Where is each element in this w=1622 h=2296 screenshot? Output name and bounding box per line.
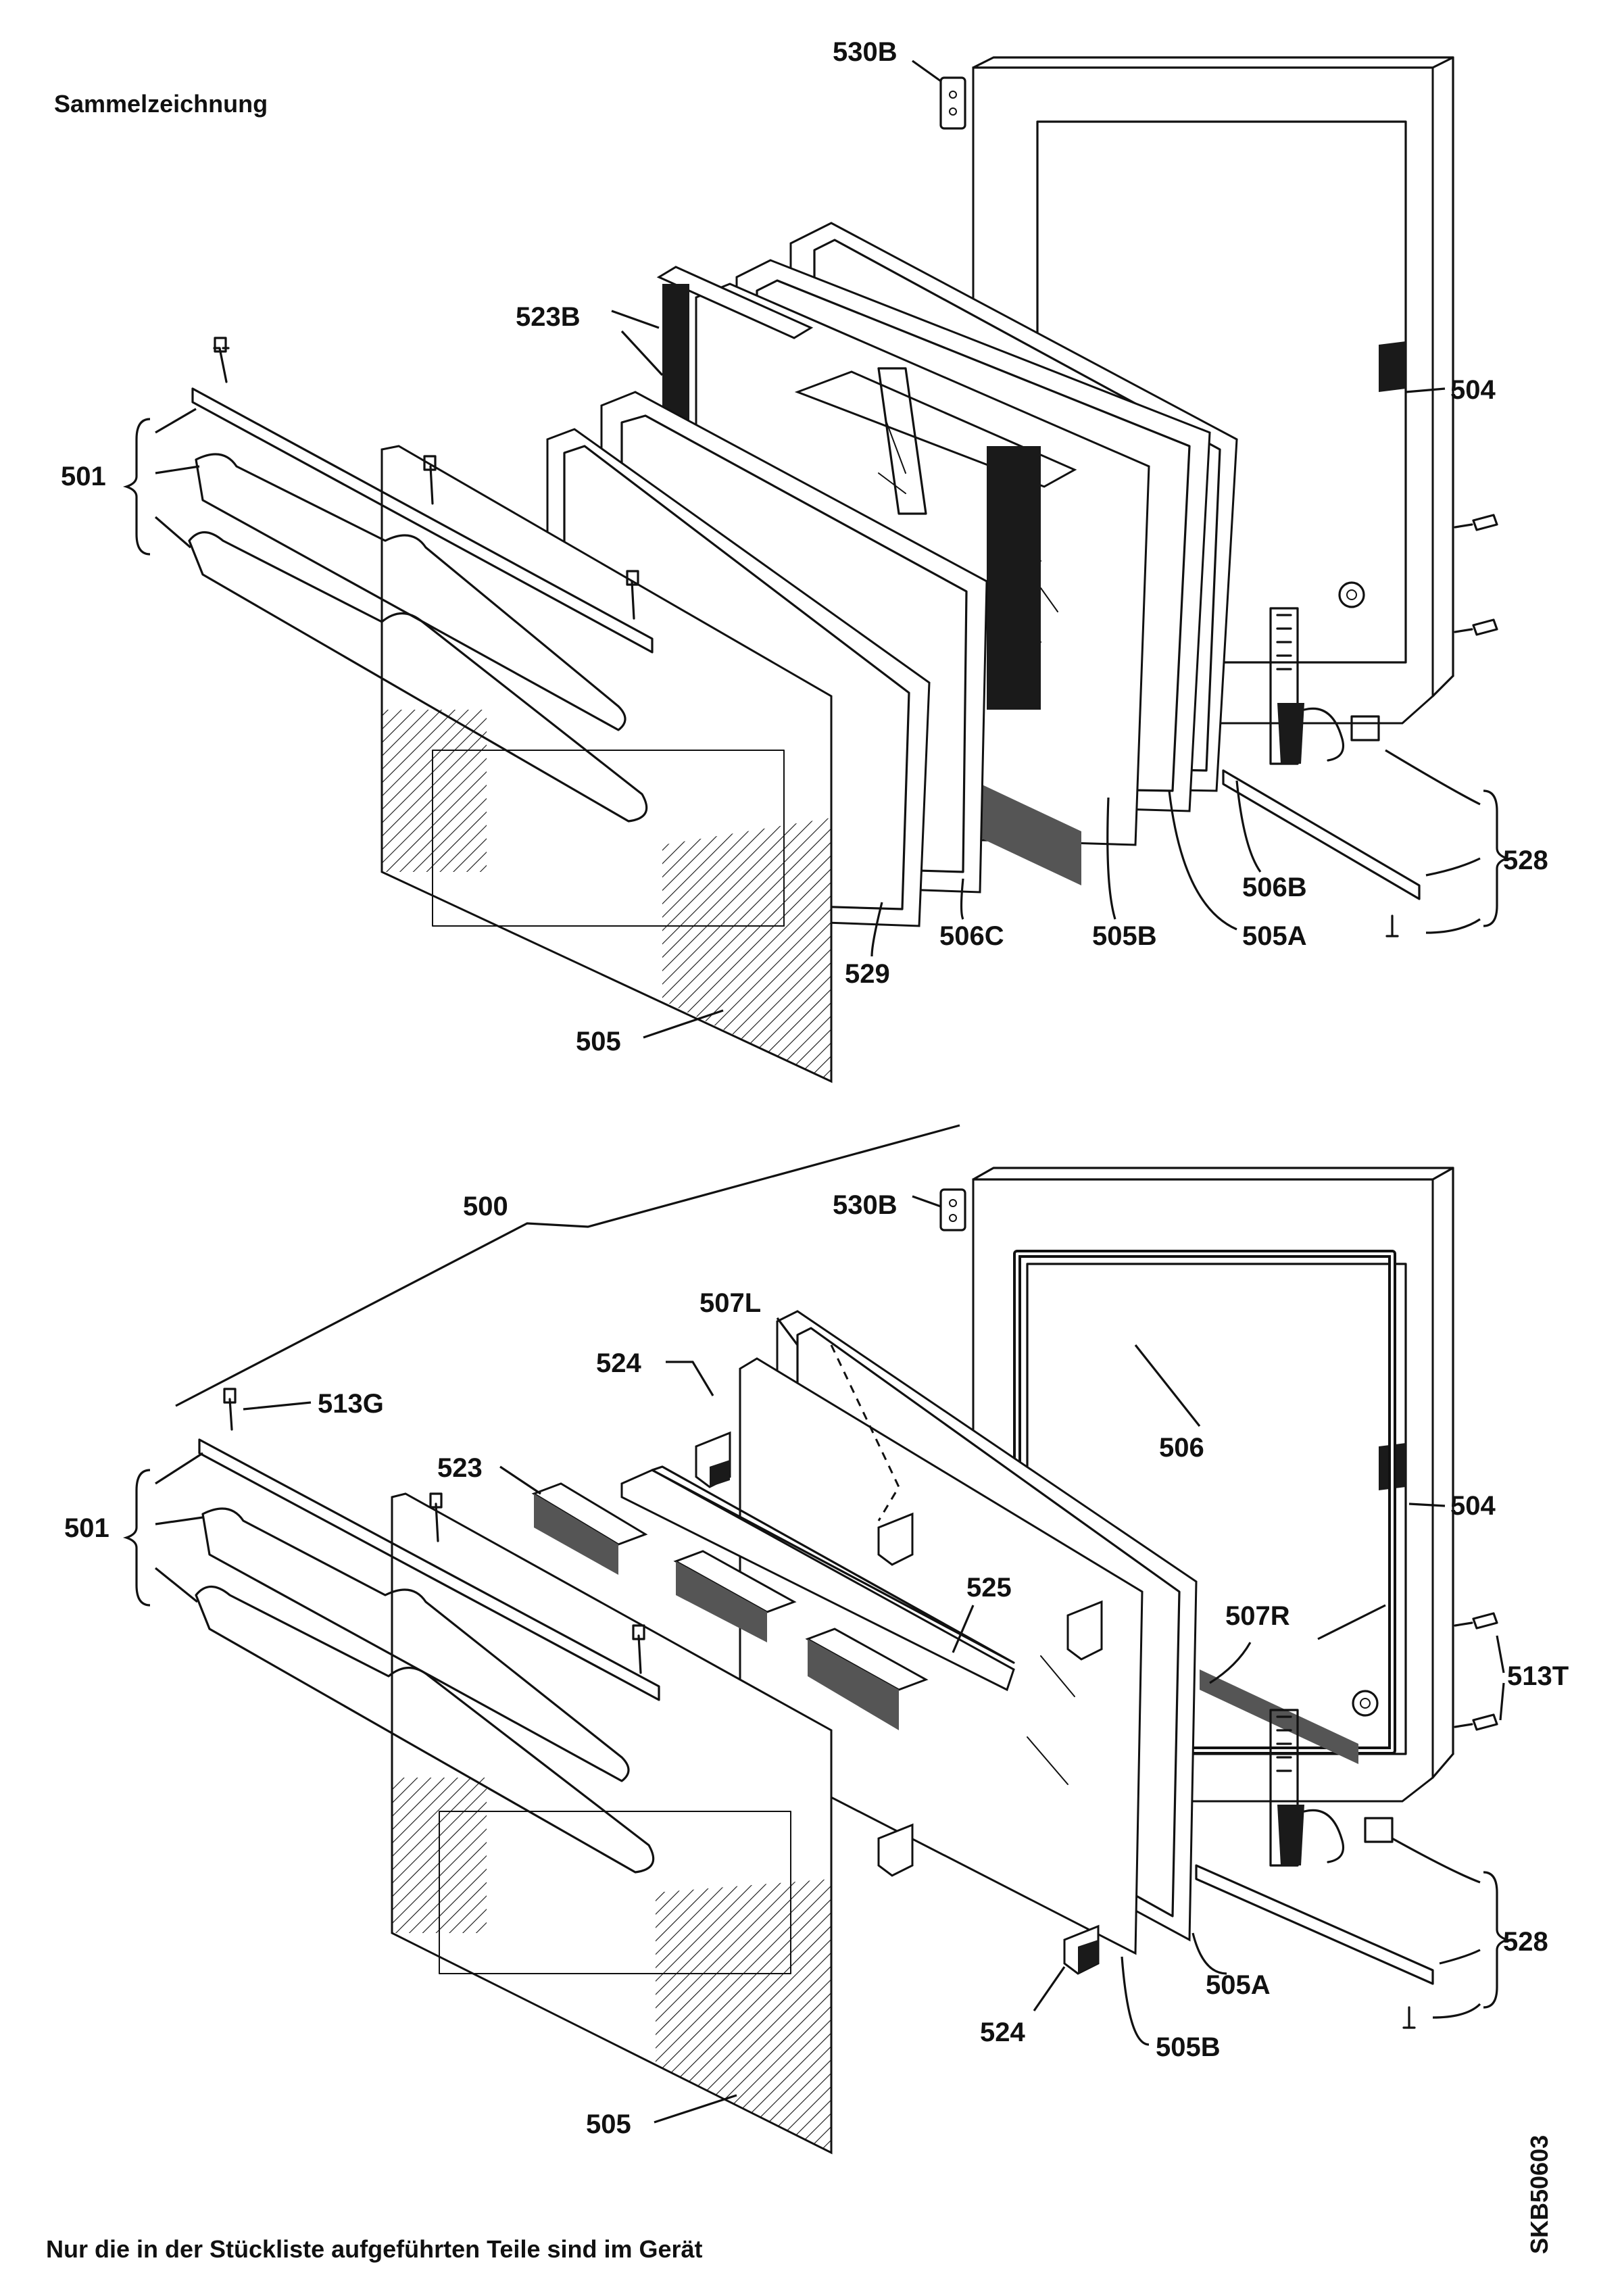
label-501-bottom: 501 [64,1513,109,1543]
handle-rails-501-bottom [195,1388,660,1874]
bottom-rail-528 [1222,769,1421,937]
label-505A-bottom: 505A [1206,1970,1271,2000]
door-hinge [1269,607,1380,765]
label-523B: 523B [516,302,581,332]
bracket-530B-bottom [912,1188,966,1231]
label-505B-bottom: 505B [1156,2032,1221,2062]
label-530B-top: 530B [833,37,898,67]
bottom-assembly: 500 530B 507L 524 513G 523 506 504 501 5… [64,1124,1569,2155]
label-505B-top: 505B [1092,921,1157,951]
top-assembly: 530B 523B 504 501 528 506B 506C 505B 505… [61,37,1548,1083]
drawing-title: Sammelzeichnung [54,90,268,118]
label-504-bottom: 504 [1450,1491,1496,1521]
handle-rails-501 [188,337,654,823]
label-507L: 507L [699,1288,761,1318]
label-528-bottom: 528 [1503,1927,1548,1957]
top-callouts: 530B 523B 504 501 528 506B 506C 505B 505… [61,37,1548,1056]
drawing-code: SKB50603 [1525,2135,1553,2254]
label-501-top: 501 [61,462,106,491]
front-glass-505-bottom [391,1492,833,2155]
insulation-523B [656,266,1081,885]
label-505-top: 505 [576,1027,621,1056]
label-506B-top: 506B [1242,873,1307,902]
door-hinge-bottom [1269,1709,1394,1867]
label-530B-bottom: 530B [833,1190,898,1220]
clips-524 [695,1431,1103,1975]
label-506: 506 [1159,1433,1204,1463]
frame-screws [1338,514,1498,636]
label-524-lower: 524 [980,2018,1025,2047]
label-523: 523 [437,1453,483,1483]
bracket-530B [912,59,966,130]
label-528-top: 528 [1503,846,1548,875]
bottom-callouts: 500 530B 507L 524 513G 523 506 504 501 5… [64,1190,1569,2139]
insulation-523 [531,1482,929,1730]
label-524-upper: 524 [596,1348,641,1378]
label-500: 500 [463,1192,508,1221]
label-505-bottom: 505 [586,2109,631,2139]
insulation-507L [830,1344,900,1521]
label-507R: 507R [1225,1601,1290,1631]
label-506C: 506C [939,921,1004,951]
label-529: 529 [845,959,890,989]
label-513T: 513T [1507,1661,1569,1691]
label-525: 525 [966,1573,1012,1603]
label-505A-top: 505A [1242,921,1307,951]
channel-525 [620,1469,1015,1692]
label-504-top: 504 [1450,375,1496,405]
footer-note: Nur die in der Stückliste aufgeführten T… [46,2235,703,2263]
bottom-rail-528-bottom [1195,1864,1434,2029]
assembly-bracket-500 [175,1124,960,1407]
label-513G: 513G [318,1389,384,1419]
screws-513T [1352,1612,1498,1731]
